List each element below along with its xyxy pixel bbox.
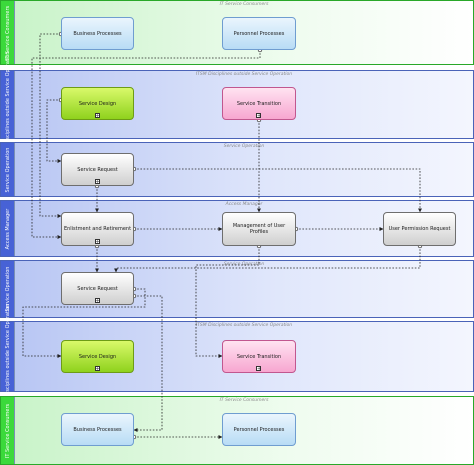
service-design-top[interactable]: Service Design + [61, 87, 134, 120]
node-label: Service Transition [236, 353, 282, 360]
expand-icon[interactable]: + [94, 366, 100, 372]
node-label: Personnel Processes [233, 30, 285, 37]
node-label: Service Transition [236, 100, 282, 107]
lane-label-text: IT Service Consumers [4, 403, 11, 458]
lane-title: Access Manager [225, 202, 263, 207]
management-of-user-profiles[interactable]: Management of User Profiles [222, 212, 296, 246]
node-label: Service Design [78, 353, 117, 360]
personnel-processes-bottom[interactable]: Personnel Processes [222, 413, 296, 446]
node-label: Business Processes [73, 426, 122, 433]
business-processes-top[interactable]: Business Processes [61, 17, 134, 50]
lane-title: IT Service Consumers [219, 398, 269, 403]
lane-title: ITSM Disciplines outside Service Operati… [195, 72, 293, 77]
lane-label: Service Operation [1, 143, 15, 196]
node-label: User Permission Request [388, 226, 451, 232]
expand-icon[interactable]: + [94, 239, 100, 245]
lane-title: ITSM Disciplines outside Service Operati… [195, 323, 293, 328]
node-label: Service Design [78, 100, 117, 107]
lane-title: Service Operation [223, 144, 265, 149]
node-label: Service Request [77, 285, 118, 292]
user-permission-request[interactable]: User Permission Request [383, 212, 456, 246]
service-request-bottom[interactable]: Service Request + [61, 272, 134, 305]
expand-icon[interactable]: + [256, 113, 262, 119]
service-transition-top[interactable]: Service Transition + [222, 87, 296, 120]
business-processes-bottom[interactable]: Business Processes [61, 413, 134, 446]
node-label: Service Request [77, 166, 118, 173]
lane-title: IT Service Consumers [219, 2, 269, 7]
node-label: Personnel Processes [233, 426, 285, 433]
service-request-top[interactable]: Service Request + [61, 153, 134, 186]
lane-label: ITSM Disciplines outside Service Operati… [1, 303, 15, 410]
expand-icon[interactable]: + [94, 179, 100, 185]
expand-icon[interactable]: + [94, 298, 100, 304]
lane-label: IT Service Consumers [1, 397, 15, 464]
expand-icon[interactable]: + [94, 113, 100, 119]
lane-label: ITSM Disciplines outside Service Operati… [1, 51, 15, 158]
lane-label-text: ITSM Disciplines outside Service Operati… [4, 303, 11, 410]
lane-label-text: Service Operation [4, 147, 11, 192]
node-label: Enlistment and Retirement [63, 226, 132, 232]
expand-icon[interactable]: + [256, 366, 262, 372]
service-design-bottom[interactable]: Service Design + [61, 340, 134, 373]
enlistment-and-retirement[interactable]: Enlistment and Retirement + [61, 212, 134, 246]
service-transition-bottom[interactable]: Service Transition + [222, 340, 296, 373]
node-label: Management of User Profiles [232, 223, 286, 235]
personnel-processes-top[interactable]: Personnel Processes [222, 17, 296, 50]
lane-label: Service Operation [1, 261, 15, 317]
lane-label-text: Access Manager [4, 208, 11, 249]
lane-label: IT Service Consumers [1, 1, 15, 64]
lane-title: Service Operation [223, 262, 265, 267]
node-label: Business Processes [73, 30, 122, 37]
lane-label: Access Manager [1, 201, 15, 256]
